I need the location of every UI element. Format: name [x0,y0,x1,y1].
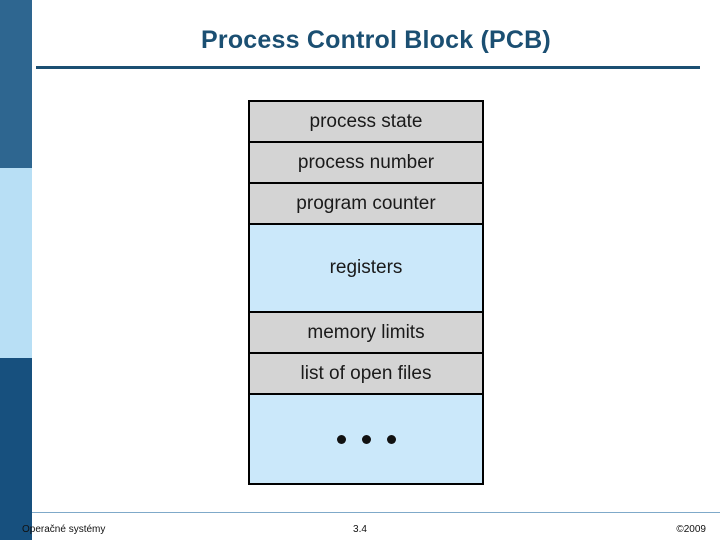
pcb-field-list-of-open-files: list of open files [250,354,482,395]
footer-divider [32,512,720,513]
pcb-field-memory-limits: memory limits [250,313,482,354]
ellipsis-icon [336,434,396,444]
page-title: Process Control Block (PCB) [201,26,551,54]
slide-number: 3.4 [353,524,367,535]
title-divider [36,66,700,69]
footer-copyright: ©2009 [676,524,706,535]
footer-course-label: Operačné systémy [22,524,106,535]
pcb-field-label: registers [329,257,403,278]
pcb-field-ellipsis [250,395,482,483]
pcb-field-program-counter: program counter [250,184,482,225]
pcb-field-label: list of open files [300,362,432,384]
pcb-field-label: process state [309,110,423,132]
pcb-field-registers: registers [250,225,482,313]
pcb-field-label: program counter [296,192,436,214]
pcb-diagram: process state process number program cou… [248,100,484,485]
pcb-field-label: memory limits [307,321,425,343]
pcb-field-process-number: process number [250,143,482,184]
sidebar-band-bottom [0,358,32,540]
pcb-field-process-state: process state [250,102,482,143]
pcb-field-label: process number [297,151,435,173]
sidebar-band-top [0,0,32,168]
sidebar-band-middle [0,168,32,358]
